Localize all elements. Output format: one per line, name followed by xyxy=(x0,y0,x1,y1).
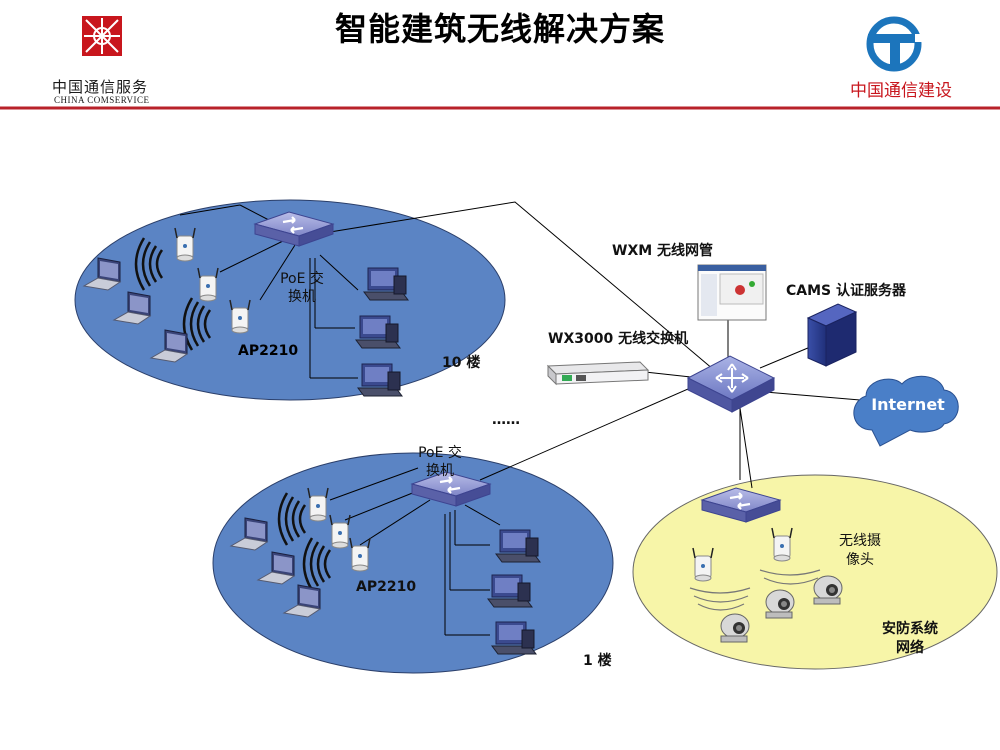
wx3000-device xyxy=(546,361,650,386)
core-switch xyxy=(686,355,776,413)
camera-icon xyxy=(720,613,750,643)
security-system-label: 安防系统 网络 xyxy=(882,621,938,656)
wxm-label: WXM 无线网管 xyxy=(612,243,714,259)
ap-bottom-label: AP2210 xyxy=(356,579,417,595)
floor-top-label: 10 楼 xyxy=(442,355,481,371)
cams-server xyxy=(806,303,858,367)
floor-bottom-label: 1 楼 xyxy=(583,653,612,669)
cams-label: CAMS 认证服务器 xyxy=(786,283,906,299)
ap-top-label: AP2210 xyxy=(238,343,299,359)
camera-icon xyxy=(765,589,795,619)
wireless-camera-label: 无线摄 像头 xyxy=(839,533,881,568)
left-logo-en: CHINA COMSERVICE xyxy=(54,95,150,105)
camera-icon xyxy=(813,575,843,605)
wxm-screenshot xyxy=(697,264,767,321)
poe-switch-top-label: PoE 交 换机 xyxy=(280,271,324,305)
connections xyxy=(179,201,861,636)
poe-switch-bottom-label: PoE 交 换机 xyxy=(418,445,462,479)
wx3000-label: WX3000 无线交换机 xyxy=(548,331,689,347)
left-logo xyxy=(82,16,122,56)
right-logo xyxy=(866,16,927,72)
signal-arcs xyxy=(689,569,821,611)
ellipsis-label: …… xyxy=(492,412,520,428)
right-logo-cn: 中国通信建设 xyxy=(850,81,952,101)
internet-label: Internet xyxy=(871,395,945,414)
left-logo-cn: 中国通信服务 xyxy=(52,78,149,96)
page-title: 智能建筑无线解决方案 xyxy=(334,10,665,48)
internet-cloud xyxy=(853,375,959,447)
